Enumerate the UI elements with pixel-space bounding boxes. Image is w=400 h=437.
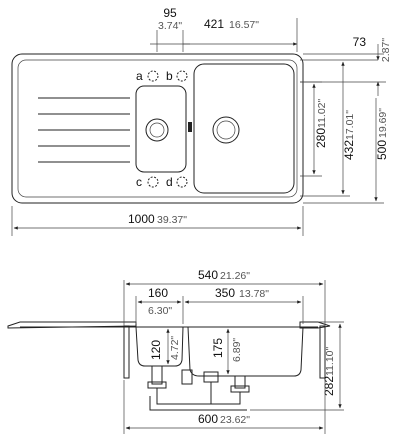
dim-total-height: 282 11.10"	[250, 321, 344, 411]
drainer-ribs	[38, 97, 130, 163]
svg-text:282: 282	[322, 376, 336, 396]
dim-waste-width: 600 23.62"	[123, 380, 326, 434]
svg-text:19.69": 19.69"	[377, 108, 389, 138]
svg-text:500: 500	[375, 140, 389, 160]
large-bowl-drain	[212, 116, 240, 144]
svg-text:421: 421	[204, 17, 224, 31]
dim-overall-depth: 500 19.69"	[303, 53, 389, 204]
svg-text:13.78": 13.78"	[239, 288, 269, 300]
svg-text:280: 280	[314, 128, 328, 148]
svg-text:95: 95	[163, 6, 177, 20]
svg-text:6.89": 6.89"	[231, 338, 243, 362]
dim-cabinet-width: 540 21.26"	[123, 268, 326, 326]
large-bowl	[193, 63, 295, 194]
svg-text:6.30": 6.30"	[148, 305, 172, 317]
svg-text:11.02": 11.02"	[316, 99, 328, 128]
svg-text:160: 160	[148, 286, 168, 300]
svg-text:11.10": 11.10"	[324, 347, 336, 376]
waste-fittings	[147, 365, 250, 411]
overflow-slot	[188, 122, 192, 132]
position-label-a: a	[136, 69, 143, 83]
dim-overall-width: 1000 39.37"	[11, 206, 304, 236]
dim-small-bowl-height: 120 4.72"	[149, 328, 181, 365]
svg-text:432: 432	[342, 140, 356, 160]
dim-small-bowl-width: 95 3.74"	[150, 6, 190, 52]
overflow-pipe	[181, 369, 193, 385]
svg-text:3.74": 3.74"	[158, 20, 182, 32]
svg-text:120: 120	[149, 340, 163, 360]
plan-view: a b c d 95 3.74" 421 16.57"	[11, 6, 392, 236]
cabinet-wall-right	[319, 325, 326, 379]
position-label-b: b	[166, 69, 173, 83]
position-label-c: c	[136, 175, 142, 189]
position-label-d: d	[166, 175, 173, 189]
svg-text:540: 540	[198, 268, 218, 282]
dim-bowl-spans: 160 6.30" 350 13.78"	[135, 286, 304, 324]
svg-text:4.72": 4.72"	[169, 336, 181, 360]
dim-bowl-depth-total: 432 17.01"	[300, 61, 356, 197]
tap-hole-d: d	[166, 175, 188, 189]
sink-rim	[17, 59, 298, 198]
svg-text:39.37": 39.37"	[157, 214, 187, 226]
svg-text:23.62": 23.62"	[220, 414, 250, 426]
svg-text:21.26": 21.26"	[220, 270, 250, 282]
dim-large-bowl-width: 421 16.57"	[183, 17, 298, 52]
cabinet-wall-left	[123, 325, 130, 379]
svg-text:600: 600	[198, 412, 218, 426]
large-bowl-section	[187, 326, 304, 377]
tap-hole-c: c	[136, 175, 159, 189]
svg-text:175: 175	[211, 338, 225, 358]
svg-text:1000: 1000	[128, 212, 155, 226]
tap-hole-a: a	[136, 69, 159, 83]
sink-outline	[11, 53, 304, 204]
small-bowl	[135, 85, 187, 173]
tap-hole-b: b	[166, 69, 188, 83]
small-bowl-drain	[145, 118, 169, 142]
svg-text:350: 350	[215, 286, 235, 300]
svg-text:17.01": 17.01"	[344, 110, 356, 140]
svg-text:73: 73	[353, 35, 367, 49]
dim-large-bowl-height: 175 6.89"	[211, 328, 243, 375]
section-view: 540 21.26" 160 6.30" 350 13.78" 120 4.72…	[7, 268, 344, 434]
svg-text:2.87": 2.87"	[380, 38, 392, 62]
dim-large-bowl-depth: 280 11.02"	[300, 81, 328, 177]
svg-text:16.57": 16.57"	[229, 19, 259, 31]
